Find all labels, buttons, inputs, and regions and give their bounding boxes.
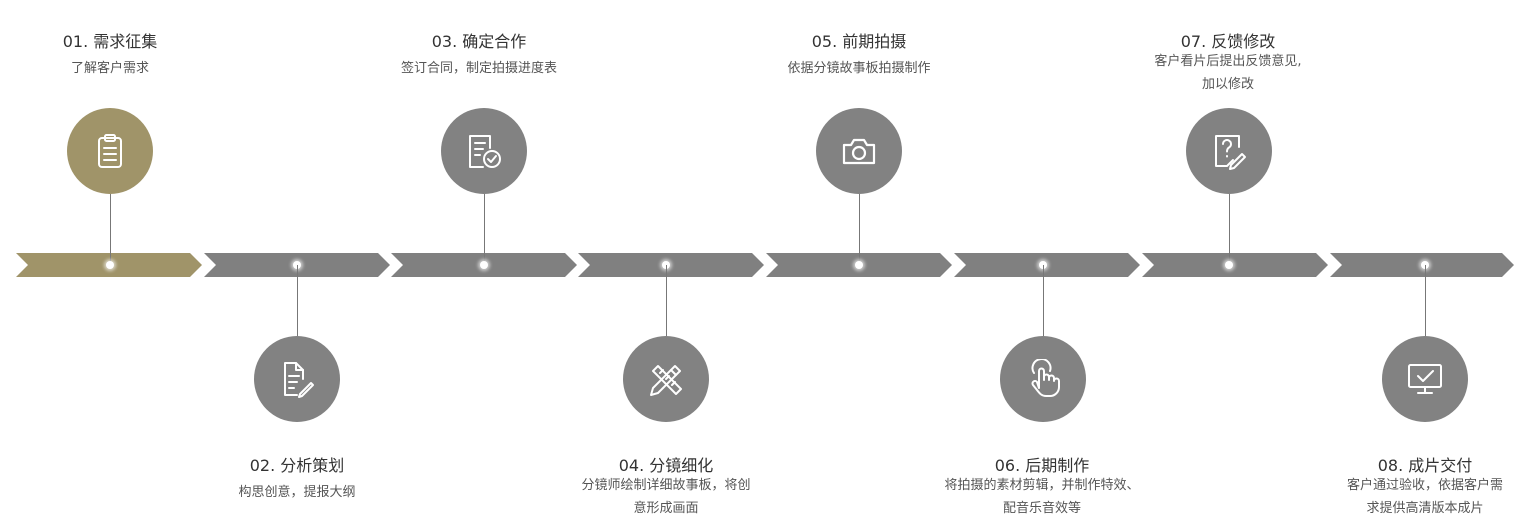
step-connector <box>666 265 667 336</box>
step-description-line: 客户看片后提出反馈意见, <box>1154 54 1302 69</box>
step-connector <box>1425 265 1426 336</box>
step-icon-circle <box>67 108 153 194</box>
step-title: 07. 反馈修改 <box>1180 32 1276 51</box>
step-dot <box>855 261 863 269</box>
step-description: 将拍摄的素材剪辑，并制作特效、 配音乐音效等 <box>922 474 1162 520</box>
step-connector <box>859 194 860 265</box>
step-icon-circle <box>1000 336 1086 422</box>
step-description-line: 加以修改 <box>1201 77 1254 92</box>
step-dot <box>480 261 488 269</box>
step-dot <box>1225 261 1233 269</box>
step-connector <box>297 265 298 336</box>
step-connector <box>484 194 485 265</box>
step-description-line: 签订合同，制定拍摄进度表 <box>400 61 557 76</box>
step-connector <box>110 194 111 265</box>
timeline-segment-4 <box>578 253 764 277</box>
step-description-line: 构思创意，提报大纲 <box>238 485 356 500</box>
step-description-line: 意形成画面 <box>633 501 699 516</box>
step-icon-circle <box>1186 108 1272 194</box>
step-title: 05. 前期拍摄 <box>811 32 907 51</box>
step-description: 了解客户需求 <box>0 57 230 80</box>
step-description: 依据分镜故事板拍摄制作 <box>739 57 979 80</box>
timeline-segment-7 <box>1142 253 1328 277</box>
step-description-line: 配音乐音效等 <box>1002 501 1081 516</box>
step-connector <box>1229 194 1230 265</box>
document-edit-icon <box>284 362 314 398</box>
hand-pointer-icon <box>1031 359 1060 397</box>
step-title: 02. 分析策划 <box>249 456 345 475</box>
step-icon-circle <box>623 336 709 422</box>
step-description-line: 依据分镜故事板拍摄制作 <box>787 61 931 76</box>
step-icon-circle <box>1382 336 1468 422</box>
pencil-ruler-icon <box>650 365 682 396</box>
step-title: 04. 分镜细化 <box>618 456 714 475</box>
step-description: 构思创意，提报大纲 <box>177 481 417 504</box>
step-title: 03. 确定合作 <box>431 32 527 51</box>
document-check-icon <box>469 135 501 168</box>
question-edit-icon <box>1215 135 1246 170</box>
step-description: 分镜师绘制详细故事板，将创 意形成画面 <box>546 474 786 520</box>
step-description: 签订合同，制定拍摄进度表 <box>359 57 599 80</box>
step-icon-circle <box>254 336 340 422</box>
step-title: 06. 后期制作 <box>994 456 1090 475</box>
step-title: 08. 成片交付 <box>1377 456 1473 475</box>
step-icon-circle <box>816 108 902 194</box>
timeline-segment-6 <box>954 253 1140 277</box>
camera-icon <box>842 138 876 165</box>
clipboard-icon <box>98 134 122 168</box>
step-description-line: 将拍摄的素材剪辑，并制作特效、 <box>944 478 1140 493</box>
step-icon-circle <box>441 108 527 194</box>
step-dot <box>106 261 114 269</box>
step-title: 01. 需求征集 <box>62 32 158 51</box>
step-description-line: 分镜师绘制详细故事板，将创 <box>581 478 751 493</box>
step-description-line: 了解客户需求 <box>70 61 149 76</box>
monitor-check-icon <box>1408 364 1442 394</box>
step-description-line: 求提供高清版本成片 <box>1366 501 1484 516</box>
step-connector <box>1043 265 1044 336</box>
step-description-line: 客户通过验收，依据客户需 <box>1346 478 1503 493</box>
step-description: 客户通过验收，依据客户需 求提供高清版本成片 <box>1305 474 1535 520</box>
step-description: 客户看片后提出反馈意见, 加以修改 <box>1108 50 1348 96</box>
